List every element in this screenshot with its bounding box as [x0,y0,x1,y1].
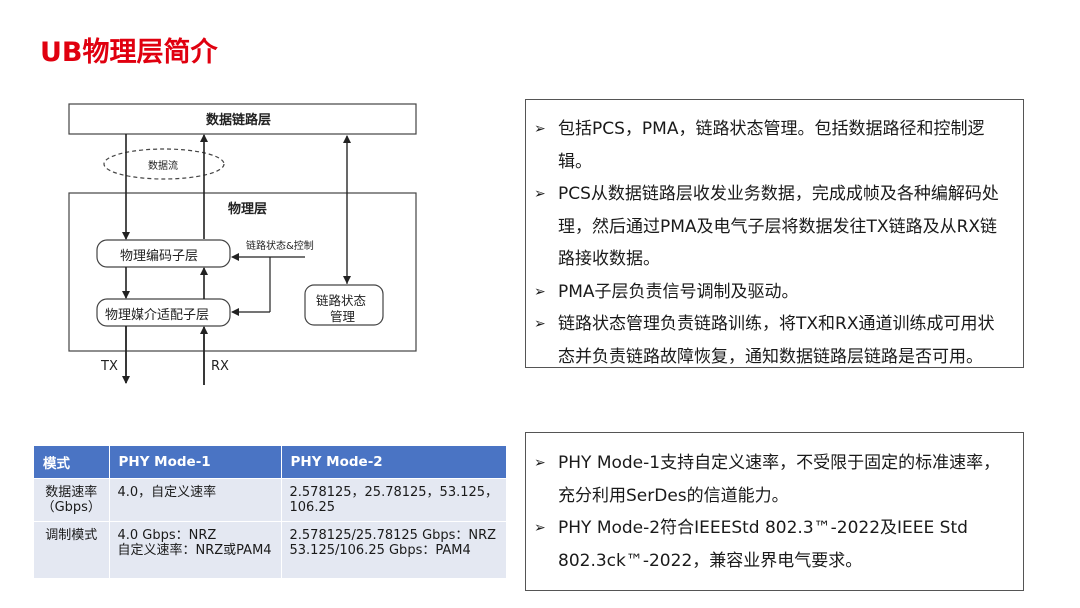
cell-mode2-modulation: 2.578125/25.78125 Gbps：NRZ 53.125/106.25… [281,521,506,578]
table-header-row: 模式 PHY Mode-1 PHY Mode-2 [34,446,506,479]
bullet-item: ➢ PCS从数据链路层收发业务数据，完成成帧及各种编解码处理，然后通过PMA及电气… [526,178,1011,276]
table-header-mode: 模式 [34,446,110,479]
table-row: 数据速率 （Gbps） 4.0，自定义速率 2.578125，25.78125，… [34,478,506,522]
arrow-bullet-icon: ➢ [534,186,546,202]
row-label-data-rate: 数据速率 （Gbps） [34,478,110,522]
cell-mode2-rate: 2.578125，25.78125，53.125，106.25 [281,478,506,522]
data-flow-label: 数据流 [148,161,178,172]
table-header-mode2: PHY Mode-2 [281,446,506,479]
link-mgmt-label-1: 链路状态 [316,293,367,308]
data-flow-ellipse [103,148,225,180]
bullet-text: 包括PCS，PMA，链路状态管理。包括数据路径和控制逻辑。 [558,119,985,172]
pcs-label: 物理编码子层 [120,249,199,264]
table-row: 调制模式 4.0 Gbps：NRZ 自定义速率：NRZ或PAM4 2.57812… [34,521,506,578]
physical-layer-label: 物理层 [228,202,268,217]
diagram-graphics [68,103,417,385]
cell-mode1-modulation: 4.0 Gbps：NRZ 自定义速率：NRZ或PAM4 [109,521,282,578]
link-mgmt-label-2: 管理 [330,309,356,324]
link-control-label: 链路状态&控制 [246,241,314,252]
physical-layer-description-box: ➢ 包括PCS，PMA，链路状态管理。包括数据路径和控制逻辑。 ➢ PCS从数据链路… [525,99,1024,368]
bullet-item: ➢ PMA子层负责信号调制及驱动。 [526,276,1011,309]
bullet-text: 链路状态管理负责链路训练，将TX和RX通道训练成可用状态并负责链路故障恢复，通知… [558,314,995,367]
pcs-box [96,239,231,268]
arrow-bullet-icon: ➢ [534,316,546,332]
pma-label: 物理媒介适配子层 [105,308,210,323]
row-label-modulation: 调制模式 [34,521,110,578]
page-title: UB物理层简介 [40,37,218,68]
phy-mode-description-box: ➢ PHY Mode-1支持自定义速率，不受限于固定的标准速率，充分利用SerDe… [525,432,1024,591]
data-link-layer-box [68,103,417,135]
bullet-text: PHY Mode-2符合IEEEStd 802.3™-2022及IEEE Std… [558,518,968,571]
phy-mode-table: 模式 PHY Mode-1 PHY Mode-2 数据速率 （Gbps） 4.0… [34,446,506,578]
physical-layer-diagram: 数据链路层 数据流 物理层 物理编码子层 物理媒介适配子层 链路状态&控制 链路… [60,98,430,388]
arrow-bullet-icon: ➢ [534,455,546,471]
cell-mode1-rate: 4.0，自定义速率 [109,478,282,522]
pma-box [96,298,231,327]
bullet-text: PMA子层负责信号调制及驱动。 [558,281,799,302]
bullet-item: ➢ 包括PCS，PMA，链路状态管理。包括数据路径和控制逻辑。 [526,113,1011,178]
bullet-text: PCS从数据链路层收发业务数据，完成成帧及各种编解码处理，然后通过PMA及电气子… [558,184,999,269]
data-link-layer-label: 数据链路层 [206,113,272,128]
link-mgmt-box [304,284,384,326]
bullet-item: ➢ PHY Mode-1支持自定义速率，不受限于固定的标准速率，充分利用SerDe… [526,447,1015,512]
bullet-item: ➢ PHY Mode-2符合IEEEStd 802.3™-2022及IEEE St… [526,512,1015,577]
bullet-item: ➢ 链路状态管理负责链路训练，将TX和RX通道训练成可用状态并负责链路故障恢复，通… [526,308,1011,373]
table-header-mode1: PHY Mode-1 [109,446,282,479]
tx-label: TX [101,359,118,374]
rx-label: RX [211,359,229,374]
arrow-bullet-icon: ➢ [534,520,546,536]
arrow-bullet-icon: ➢ [534,283,546,300]
bullet-text: PHY Mode-1支持自定义速率，不受限于固定的标准速率，充分利用SerDes… [558,453,1001,506]
arrow-bullet-icon: ➢ [534,121,546,137]
